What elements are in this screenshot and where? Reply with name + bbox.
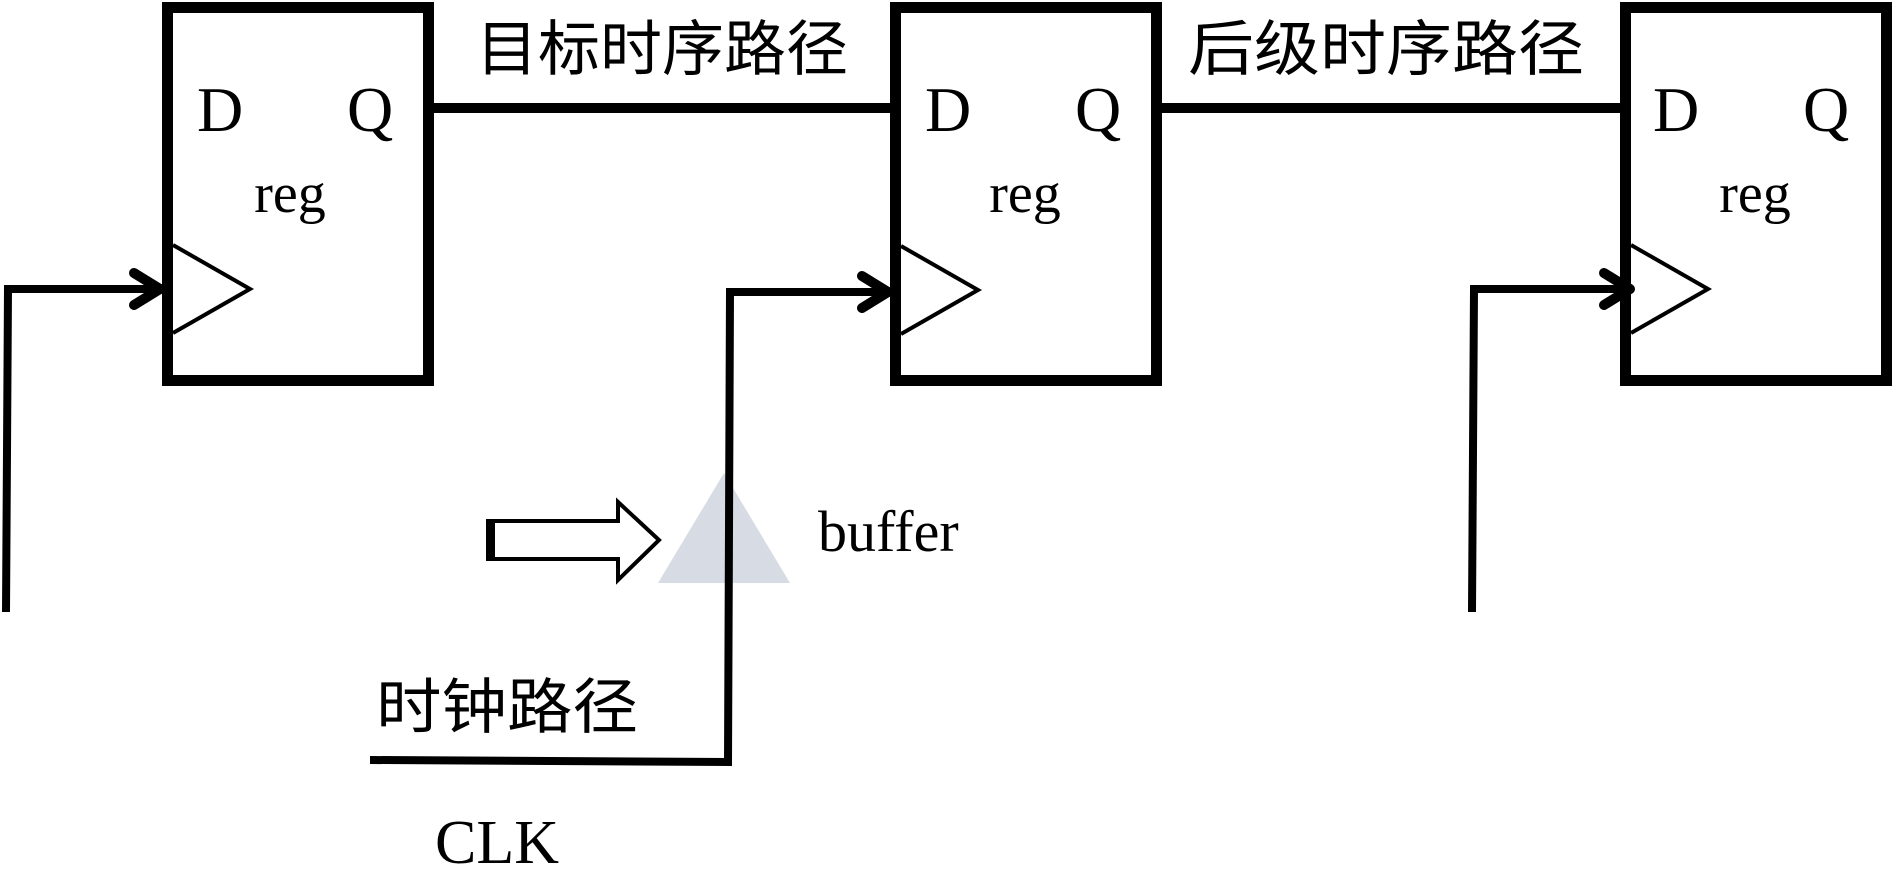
register-3-clock-triangle-icon [1630, 243, 1713, 335]
register-1-d-label: D [197, 74, 243, 145]
buffer-label: buffer [818, 499, 959, 564]
register-2-box [890, 2, 1162, 386]
register-2-d-label: D [925, 74, 971, 145]
register-2-clock-triangle-icon [900, 244, 983, 336]
direction-arrow-icon [486, 497, 662, 585]
register-3-q-label: Q [1803, 74, 1849, 145]
clock-wire-register-1 [2, 268, 165, 613]
target-path-label: 目标时序路径 [476, 15, 848, 85]
register-1-clock-triangle-icon [172, 243, 255, 335]
register-1-name: reg [254, 163, 326, 225]
arrowhead-icon [1599, 268, 1635, 310]
register-3-d-label: D [1653, 74, 1699, 145]
arrowhead-icon [857, 271, 893, 313]
clock-path-label: 时钟路径 [376, 673, 638, 743]
clk-label: CLK [435, 809, 559, 877]
register-1-q-label: Q [347, 74, 393, 145]
next-stage-path-label: 后级时序路径 [1188, 15, 1584, 85]
register-1-box [162, 2, 434, 386]
register-3-name: reg [1719, 163, 1791, 225]
register-2-name: reg [989, 163, 1061, 225]
register-2: D Q reg [890, 2, 1162, 386]
register-3: D Q reg [1620, 2, 1892, 386]
clock-path-register-2 [369, 271, 893, 767]
register-1: D Q reg [162, 2, 434, 386]
arrowhead-icon [129, 268, 165, 310]
register-3-box [1620, 2, 1892, 386]
register-2-q-label: Q [1075, 74, 1121, 145]
buffer-triangle-icon [658, 473, 790, 583]
clock-wire-register-3 [1468, 268, 1635, 613]
